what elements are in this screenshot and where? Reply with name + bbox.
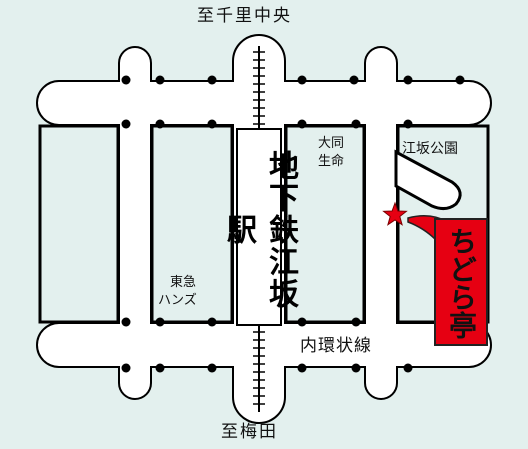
north-direction-label: 至千里中央 [197, 6, 292, 26]
traffic-signal-icon [297, 363, 307, 373]
traffic-signal-icon [297, 75, 307, 85]
traffic-signal-icon [351, 119, 361, 129]
traffic-signal-icon [207, 363, 217, 373]
traffic-signal-icon [207, 317, 217, 327]
south-direction-label: 至梅田 [221, 422, 278, 442]
shop-sign: ちどら亭 [434, 218, 488, 346]
traffic-signal-icon [121, 75, 131, 85]
tokyu-label-line1: 東急 [170, 275, 197, 290]
traffic-signal-icon [121, 317, 131, 327]
daido-label-line1: 大同 [318, 136, 345, 151]
esaka-park-label: 江坂公園 [402, 141, 458, 157]
station-name: 地下鉄江坂駅 [221, 150, 298, 310]
traffic-signal-icon [403, 75, 413, 85]
star-icon [382, 201, 408, 226]
city-block [284, 124, 366, 324]
traffic-signal-icon [121, 363, 131, 373]
tokyu-label-line2: ハンズ [158, 293, 197, 308]
traffic-signal-icon [351, 363, 361, 373]
station-box: 地下鉄江坂駅 [221, 128, 298, 326]
ring-road-label: 内環状線 [300, 336, 372, 356]
traffic-signal-icon [297, 317, 307, 327]
traffic-signal-icon [403, 363, 413, 373]
shop-name: ちどら亭 [445, 227, 478, 339]
traffic-signal-icon [455, 75, 465, 85]
city-block [38, 124, 120, 324]
traffic-signal-icon [155, 363, 165, 373]
traffic-signal-icon [403, 119, 413, 129]
traffic-signal-icon [155, 119, 165, 129]
park-road [394, 149, 462, 211]
road-fill [120, 48, 150, 398]
traffic-signal-icon [349, 75, 359, 85]
city-block [150, 124, 234, 324]
traffic-signal-icon [155, 75, 165, 85]
traffic-signal-icon [121, 119, 131, 129]
traffic-signal-icon [207, 75, 217, 85]
traffic-signal-icon [207, 119, 217, 129]
traffic-signal-icon [351, 317, 361, 327]
traffic-signal-icon [297, 119, 307, 129]
daido-label-line2: 生命 [318, 154, 345, 169]
traffic-signal-icon [155, 317, 165, 327]
road-fill [366, 48, 396, 398]
